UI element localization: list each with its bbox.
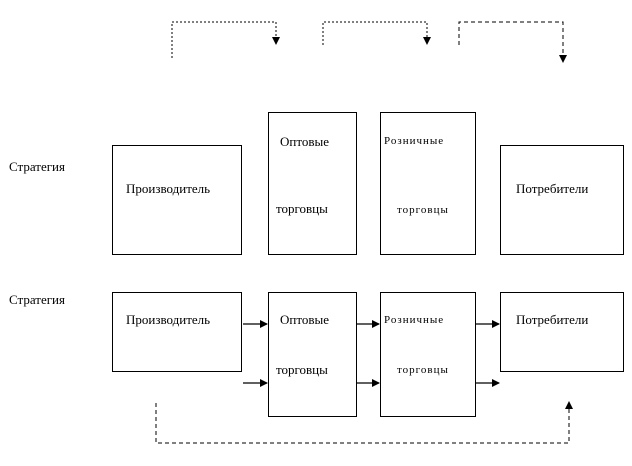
- producer-label-2: Производитель: [126, 312, 211, 327]
- retail-box-2: [380, 292, 476, 417]
- producer-box-2: [112, 292, 242, 372]
- producer-label-1: Производитель: [126, 181, 211, 196]
- retail-label-2-line2: торговцы: [397, 364, 449, 376]
- wholesale-label-1-line1: Оптовые: [280, 134, 329, 149]
- retail-label-2-line1: Розничные: [384, 314, 445, 326]
- top-dashed-arrow-2: [322, 21, 431, 45]
- bottom-dashed-feedback-arrow: [155, 401, 573, 444]
- wholesale-label-1-line2: торговцы: [276, 201, 328, 216]
- producer-box-1: [112, 145, 242, 255]
- top-dashed-arrow-1: [171, 21, 280, 58]
- consumers-label-2: Потребители: [516, 312, 589, 327]
- retail-label-1-line1: Розничные: [384, 135, 445, 147]
- retail-box-1: [380, 112, 476, 255]
- wholesale-label-2-line1: Оптовые: [280, 312, 329, 327]
- wholesale-label-2-line2: торговцы: [276, 362, 328, 377]
- consumers-box-1: [500, 145, 624, 255]
- retail-label-1-line2: торговцы: [397, 204, 449, 216]
- strategy-label-1: Стратегия: [9, 159, 65, 174]
- wholesale-box-1: [268, 112, 357, 255]
- top-dashed-arrow-3: [458, 21, 567, 63]
- consumers-box-2: [500, 292, 624, 372]
- consumers-label-1: Потребители: [516, 181, 589, 196]
- wholesale-box-2: [268, 292, 357, 417]
- strategy-label-2: Стратегия: [9, 292, 65, 307]
